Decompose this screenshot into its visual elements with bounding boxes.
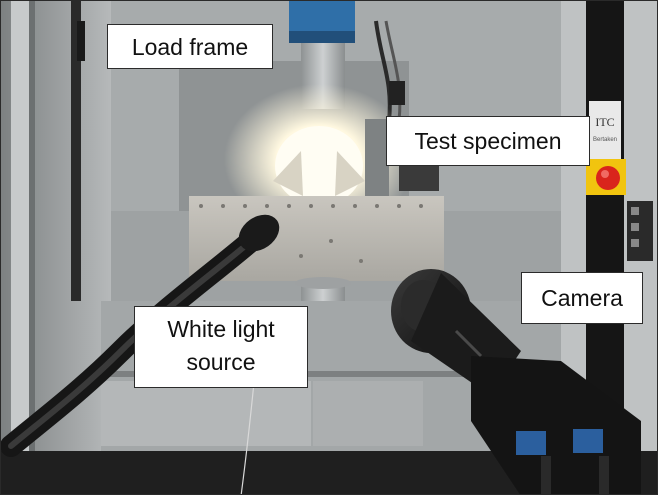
label-load-frame: Load frame [107, 24, 273, 69]
camera [391, 269, 641, 494]
label-white-light-line1: White light [167, 316, 275, 342]
fixture-post [365, 119, 389, 199]
label-test-specimen: Test specimen [386, 116, 590, 166]
base-panel-left [101, 381, 311, 446]
label-camera: Camera [521, 272, 643, 324]
camera-connector-2 [573, 429, 603, 453]
camera-body [471, 356, 641, 494]
left-pillar [11, 1, 29, 494]
base-panel-right [313, 381, 423, 446]
label-white-light-line2: source [186, 349, 256, 375]
label-white-light-source: White light source [134, 306, 308, 388]
light-head [238, 214, 280, 252]
emergency-stop-button [596, 166, 620, 190]
door-hinge [71, 1, 81, 301]
camera-connector-1 [516, 431, 546, 455]
panel-brand: ITC [595, 115, 614, 129]
panel-subtext: Bertaken [593, 137, 617, 143]
